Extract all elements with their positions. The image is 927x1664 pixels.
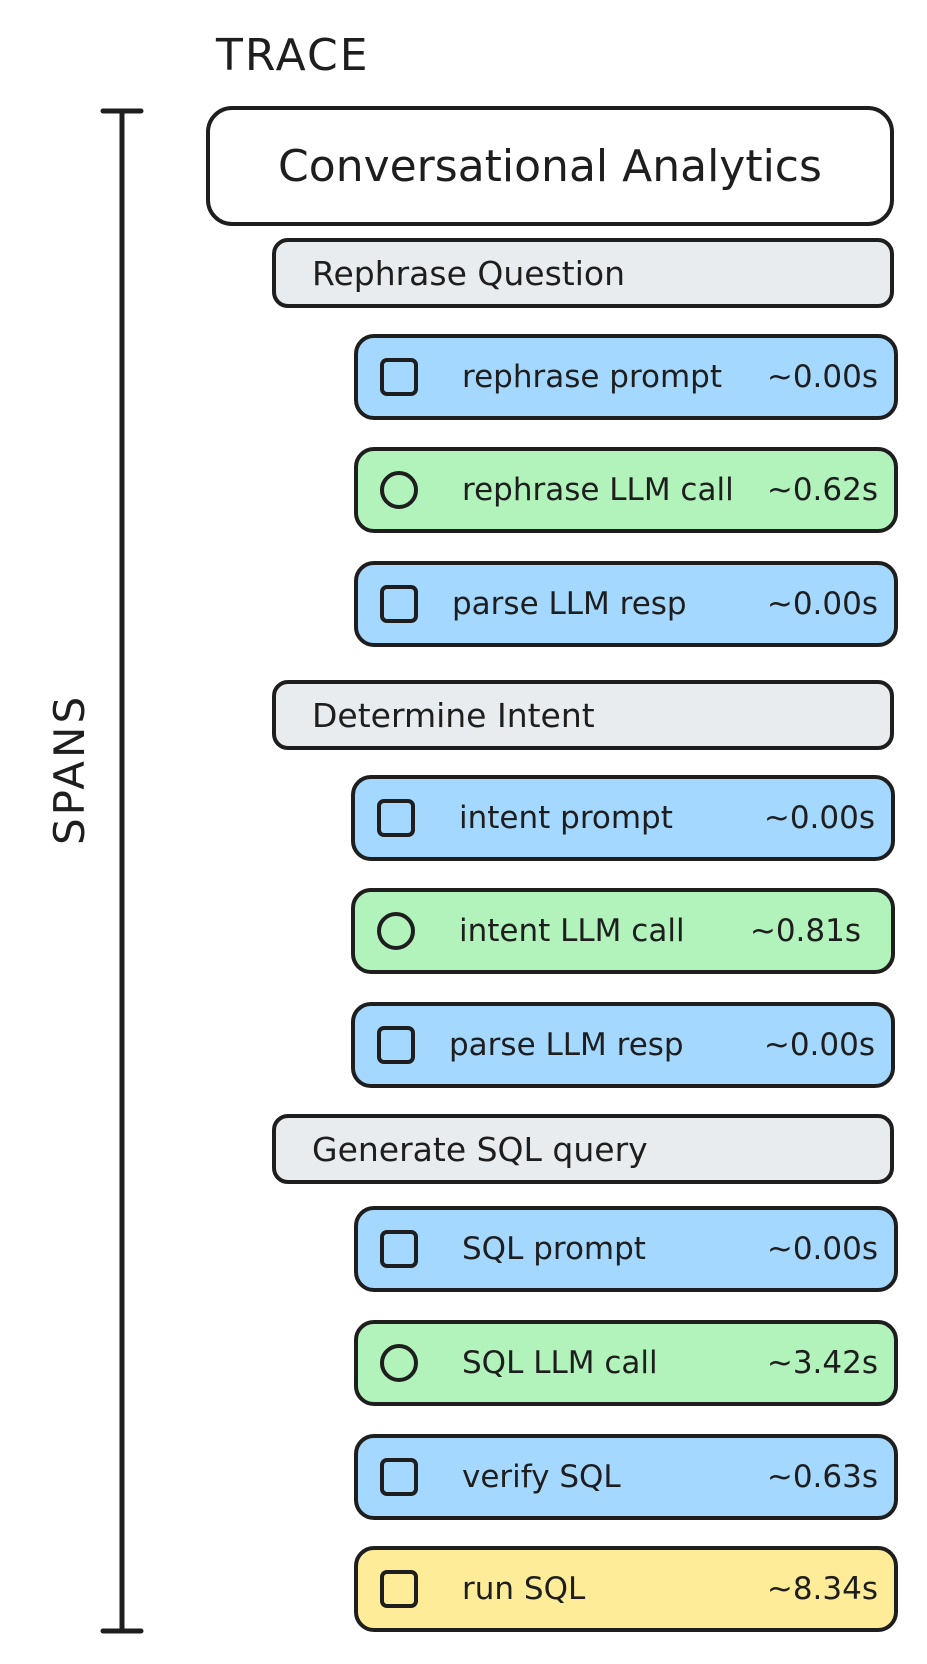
- span-rephrase-llm-call[interactable]: rephrase LLM call ~0.62s: [354, 447, 898, 533]
- span-parse-llm-resp-1[interactable]: parse LLM resp ~0.00s: [354, 561, 898, 647]
- span-intent-prompt[interactable]: intent prompt ~0.00s: [351, 775, 895, 861]
- span-name: intent prompt: [459, 800, 673, 836]
- square-marker-icon: [377, 1026, 415, 1064]
- square-marker-icon: [377, 799, 415, 837]
- span-verify-sql[interactable]: verify SQL ~0.63s: [354, 1434, 898, 1520]
- root-span-label: Conversational Analytics: [278, 140, 822, 192]
- group-rephrase-question[interactable]: Rephrase Question: [272, 238, 894, 308]
- span-name: rephrase prompt: [462, 359, 723, 395]
- span-duration: ~0.00s: [763, 800, 875, 836]
- span-name: rephrase LLM call: [462, 472, 734, 508]
- span-run-sql[interactable]: run SQL ~8.34s: [354, 1546, 898, 1632]
- span-sql-prompt[interactable]: SQL prompt ~0.00s: [354, 1206, 898, 1292]
- square-marker-icon: [380, 1230, 418, 1268]
- span-name: parse LLM resp: [452, 586, 687, 622]
- square-marker-icon: [380, 1570, 418, 1608]
- span-duration: ~3.42s: [766, 1345, 878, 1381]
- group-label: Determine Intent: [312, 695, 595, 735]
- span-duration: ~0.81s: [749, 913, 861, 949]
- span-duration: ~0.62s: [766, 472, 878, 508]
- span-duration: ~0.00s: [763, 1027, 875, 1063]
- span-sql-llm-call[interactable]: SQL LLM call ~3.42s: [354, 1320, 898, 1406]
- span-intent-llm-call[interactable]: intent LLM call ~0.81s: [351, 888, 895, 974]
- span-name: intent LLM call: [459, 913, 685, 949]
- span-name: parse LLM resp: [449, 1027, 684, 1063]
- group-label: Rephrase Question: [312, 253, 625, 293]
- root-span-conversational-analytics[interactable]: Conversational Analytics: [206, 106, 894, 226]
- span-duration: ~0.00s: [766, 359, 878, 395]
- span-name: run SQL: [462, 1571, 586, 1607]
- trace-label: TRACE: [216, 30, 370, 81]
- circle-marker-icon: [380, 471, 418, 509]
- square-marker-icon: [380, 585, 418, 623]
- span-parse-llm-resp-2[interactable]: parse LLM resp ~0.00s: [351, 1002, 895, 1088]
- group-label: Generate SQL query: [312, 1129, 648, 1169]
- span-name: verify SQL: [462, 1459, 621, 1495]
- span-name: SQL LLM call: [462, 1345, 658, 1381]
- group-generate-sql-query[interactable]: Generate SQL query: [272, 1114, 894, 1184]
- circle-marker-icon: [377, 912, 415, 950]
- span-duration: ~0.00s: [766, 586, 878, 622]
- span-rephrase-prompt[interactable]: rephrase prompt ~0.00s: [354, 334, 898, 420]
- group-determine-intent[interactable]: Determine Intent: [272, 680, 894, 750]
- circle-marker-icon: [380, 1344, 418, 1382]
- span-duration: ~8.34s: [766, 1571, 878, 1607]
- span-duration: ~0.00s: [766, 1231, 878, 1267]
- span-name: SQL prompt: [462, 1231, 646, 1267]
- span-duration: ~0.63s: [766, 1459, 878, 1495]
- square-marker-icon: [380, 358, 418, 396]
- spans-label: SPANS: [45, 693, 94, 845]
- square-marker-icon: [380, 1458, 418, 1496]
